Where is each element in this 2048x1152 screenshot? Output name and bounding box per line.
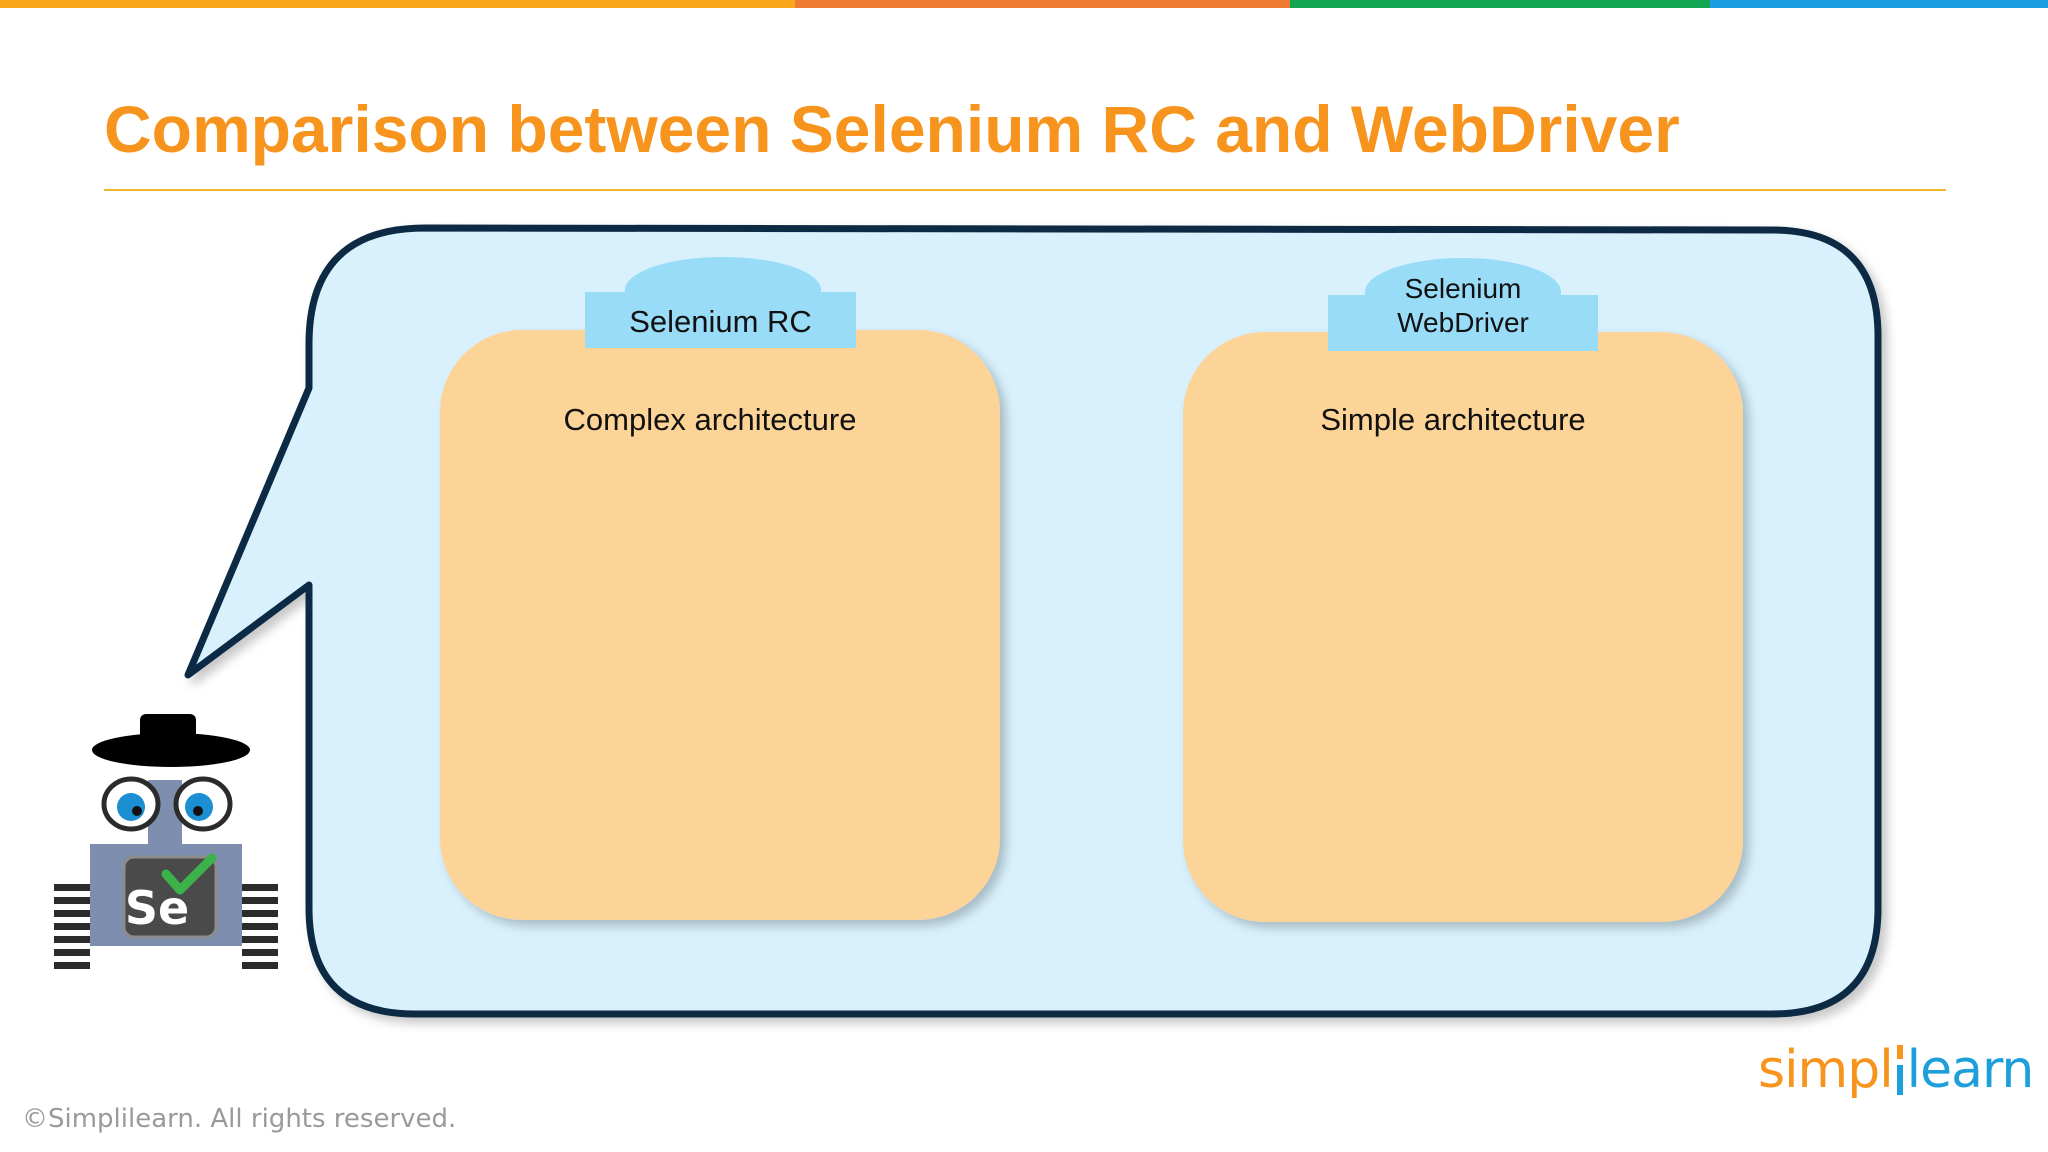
left-tread (54, 884, 90, 969)
right-card-header: Selenium WebDriver (1328, 272, 1598, 340)
right-tab-overlap (1328, 314, 1598, 351)
stripe-blue (1710, 0, 2048, 8)
check-icon (161, 853, 217, 895)
logo-part-learn: learn (1906, 1040, 2035, 1100)
left-pupil (132, 806, 142, 816)
right-card-text: Simple architecture (1320, 402, 1586, 437)
left-tab-overlap (585, 312, 856, 348)
stripe-orange (0, 0, 795, 8)
copyright-footer: ©Simplilearn. All rights reserved. (22, 1104, 457, 1134)
logo-i-mark (1893, 1043, 1907, 1095)
slide-title: Comparison between Selenium RC and WebDr… (104, 92, 1680, 166)
hat-brim (92, 733, 250, 767)
left-card (440, 330, 1000, 920)
title-underline (104, 189, 1946, 191)
stripe-green (1290, 0, 1710, 8)
top-color-stripe (0, 0, 2048, 8)
selenium-robot-mascot-icon: Se (54, 714, 278, 969)
right-card-header-line2: WebDriver (1397, 307, 1529, 338)
stripe-dark-orange (795, 0, 1290, 8)
right-tread (242, 884, 278, 969)
left-card-text: Complex architecture (563, 402, 857, 437)
left-iris (117, 793, 145, 821)
right-card-header-line1: Selenium (1404, 273, 1522, 304)
left-card-header: Selenium RC (629, 304, 812, 339)
right-pupil (193, 806, 203, 816)
right-card (1183, 332, 1743, 922)
logo-part-simpl: simpl (1758, 1040, 1894, 1100)
